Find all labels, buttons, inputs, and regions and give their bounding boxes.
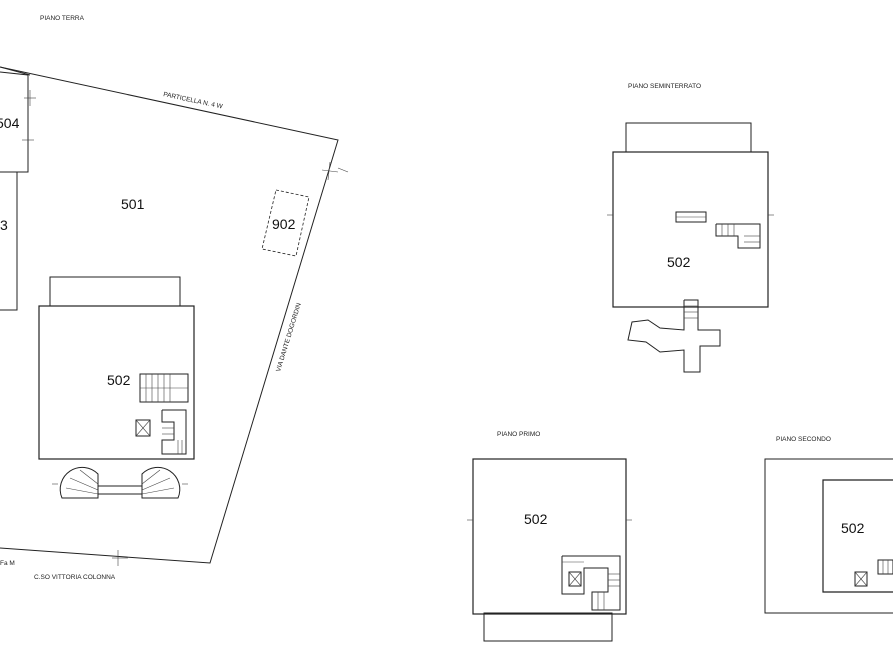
- parcel-501-label: 501: [121, 196, 145, 212]
- ground-lift: [135, 419, 151, 437]
- first-building-502: [472, 458, 627, 615]
- second-stair: [877, 559, 893, 575]
- second-building-502: [822, 479, 893, 593]
- particella-annotation: PARTICELLA N. 4 W: [163, 91, 224, 111]
- first-lift: [568, 571, 582, 587]
- second-floor-label: PIANO SECONDO: [776, 436, 831, 443]
- basement-terrace: [625, 122, 752, 154]
- parcel-902-outline: [261, 189, 310, 257]
- first-floor-label: PIANO PRIMO: [497, 431, 540, 438]
- parcel-902-label: 902: [272, 216, 296, 232]
- second-outer-outline: [764, 458, 893, 614]
- ground-steps-left: [59, 466, 99, 499]
- parcel-502-ground-label: 502: [107, 372, 131, 388]
- first-balcony: [483, 612, 613, 642]
- basement-floor-label: PIANO SEMINTERRATO: [628, 83, 701, 90]
- via-annotation: VIA DANTE DOGORDIN: [275, 302, 303, 373]
- corso-annotation: C.SO VITTORIA COLONNA: [34, 574, 116, 581]
- parcel-503-label: 3: [0, 217, 8, 233]
- second-lift: [854, 571, 868, 587]
- parcel-504-label: 504: [0, 115, 20, 131]
- parcel-502-second-label: 502: [841, 520, 865, 536]
- ground-floor-label: PIANO TERRA: [40, 15, 85, 22]
- parcel-503-outline: [0, 171, 18, 311]
- ground-entrance: [97, 485, 143, 495]
- first-stair: [561, 555, 621, 611]
- ground-steps-right: [141, 466, 181, 499]
- basement-stair: [715, 223, 761, 249]
- ground-terrace: [49, 276, 181, 308]
- ground-building-502: [38, 305, 195, 460]
- basement-outside-steps: [627, 299, 721, 373]
- parcel-502-basement-label: 502: [667, 254, 691, 270]
- basement-building-502: [612, 151, 769, 308]
- parcel-502-first-label: 502: [524, 511, 548, 527]
- ground-stair-l: [161, 409, 187, 455]
- site-boundary: [0, 66, 339, 564]
- left-edge-annotation: Fa M: [0, 560, 15, 567]
